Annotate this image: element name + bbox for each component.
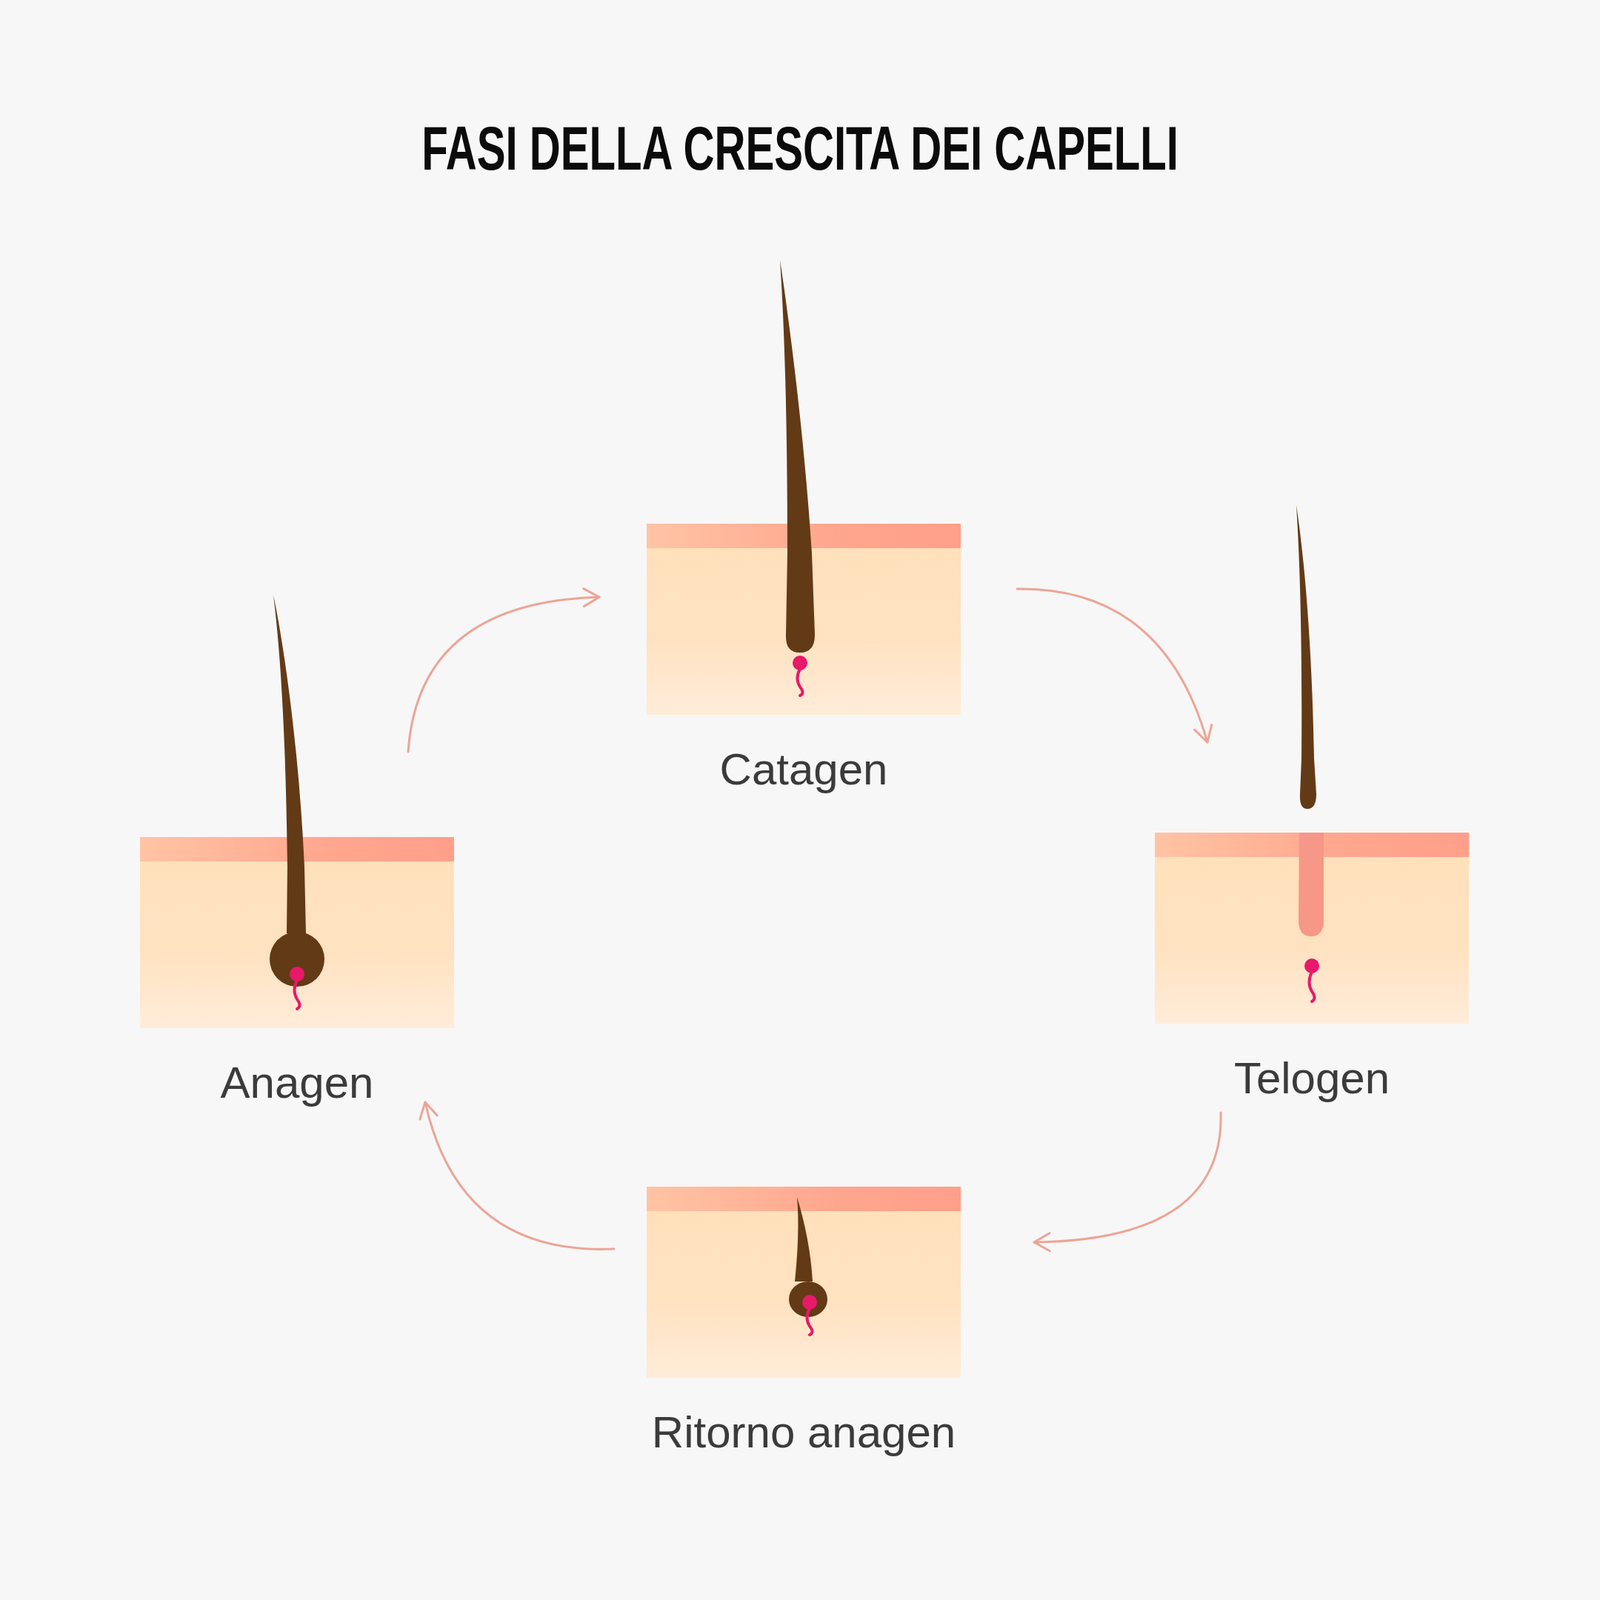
stage-label: Catagen [646,742,961,797]
new-hair [794,1197,813,1282]
skin-section [140,837,455,1029]
hair-illustration [646,1186,961,1378]
diagram-title: FASI DELLA CRESCITA DEI CAPELLI [421,111,1179,186]
title-row: FASI DELLA CRESCITA DEI CAPELLI [0,111,1600,186]
hair-shaft [273,594,306,934]
hair-shaft [780,260,815,653]
shed-hair [1296,505,1317,809]
papilla-tail [1309,971,1315,1002]
hair-illustration [646,523,961,715]
cycle-arrow [408,597,600,752]
cycle-arrow [1034,1112,1221,1243]
hair-illustration [1154,832,1469,1024]
hair-stage: Anagen [140,837,455,1110]
hair-stage: Catagen [646,523,961,797]
papilla-tail [797,668,803,696]
stage-label: Telogen [1154,1051,1469,1106]
hair-bulb [269,931,325,987]
cycle-arrow [425,1102,615,1249]
hair-stage: Telogen [1154,832,1469,1106]
empty-follicle [1298,832,1324,937]
stage-label: Ritorno anagen [646,1405,961,1460]
skin-section [646,1186,961,1378]
skin-section [1154,832,1469,1024]
cycle-arrow [1017,588,1208,743]
papilla-tail [294,980,300,1009]
hair-illustration [140,837,455,1029]
epidermis-band [646,1186,961,1212]
stage-label: Anagen [140,1056,455,1110]
skin-section [646,523,961,715]
papilla-tail [807,1308,813,1335]
hair-stage: Ritorno anagen [646,1186,961,1460]
